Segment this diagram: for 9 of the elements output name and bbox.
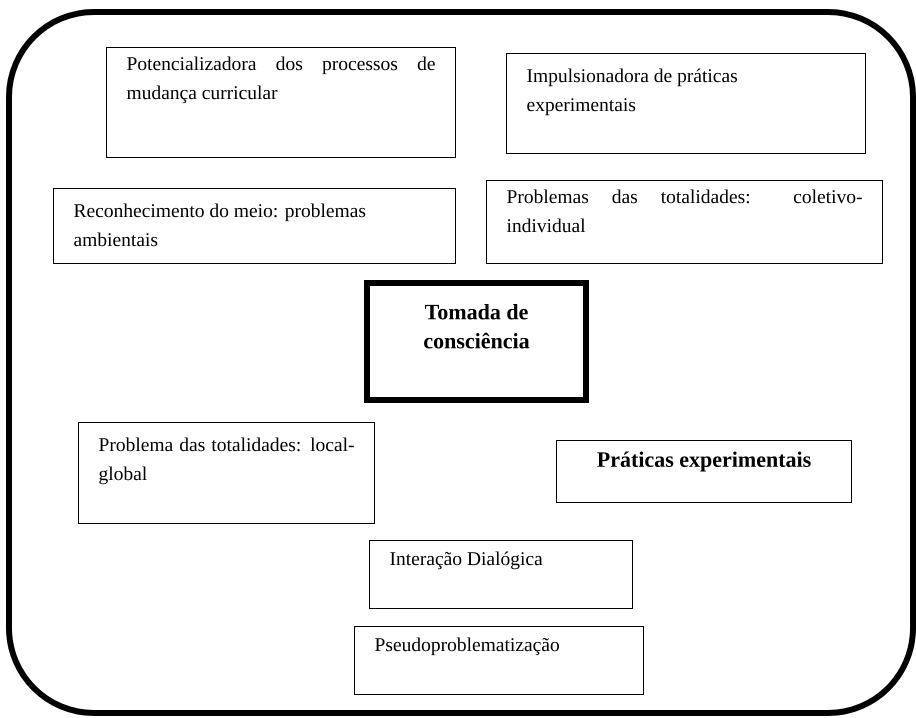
concept-box: Reconhecimento do meio: problemas ambientais bbox=[53, 188, 456, 264]
concept-box: Problema das totalidades: local-global bbox=[78, 422, 375, 524]
concept-box: Problemas das totalidades: coletivo-individual bbox=[486, 180, 883, 264]
concept-box: Potencializadora dos processos de mudança curricular bbox=[106, 47, 456, 158]
concept-box: Interação Dialógica bbox=[369, 540, 633, 609]
central-concept-box: Práticas experimentais bbox=[556, 440, 852, 503]
concept-box: Pseudoproblematização bbox=[354, 626, 644, 695]
concept-box: Impulsionadora de práticas experimentais bbox=[506, 53, 866, 154]
central-concept-box: Tomada de consciência bbox=[364, 280, 589, 403]
